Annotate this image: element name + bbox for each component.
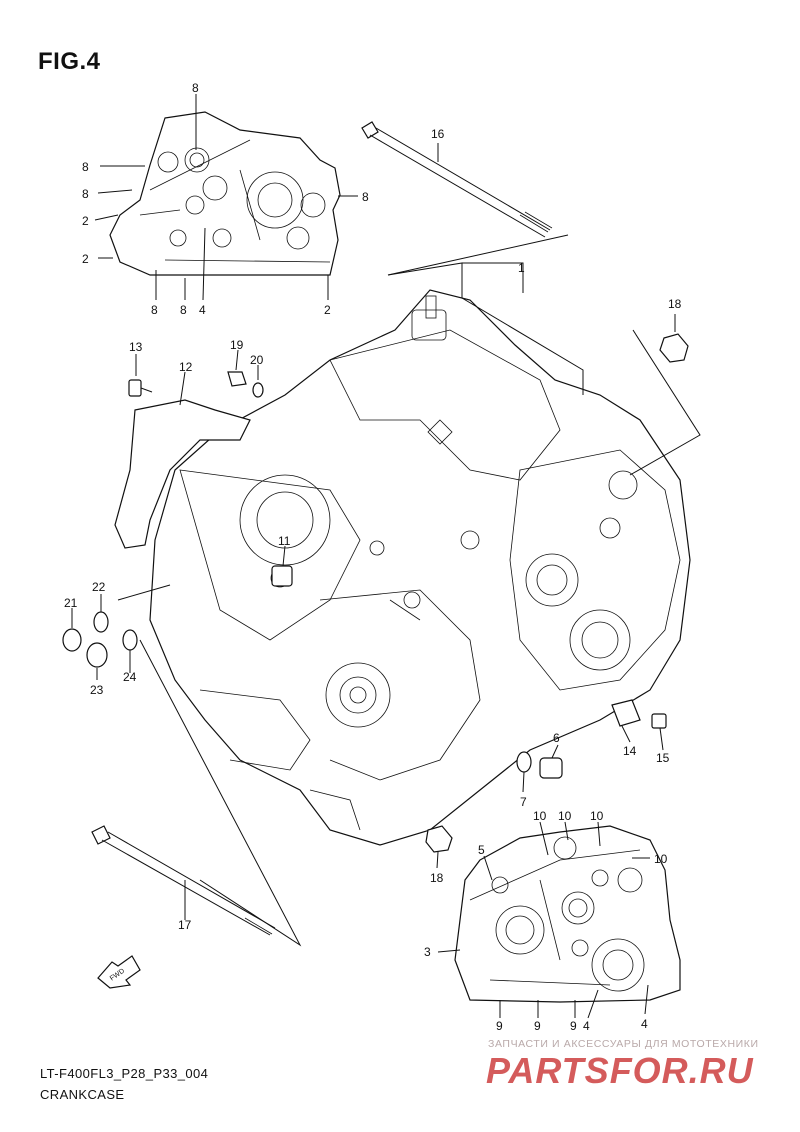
callout-22: 22 bbox=[92, 580, 106, 594]
bolt-15-drawing bbox=[651, 713, 667, 729]
callout-8: 8 bbox=[82, 160, 89, 174]
crankcase-right-half-drawing bbox=[454, 825, 681, 1003]
washer-24-drawing bbox=[122, 629, 138, 651]
callout-8: 8 bbox=[151, 303, 158, 317]
bracket-line-18-upper bbox=[629, 329, 701, 476]
drain-plug-6-drawing bbox=[539, 757, 563, 779]
nozzle-19-drawing bbox=[227, 371, 247, 387]
callout-2: 2 bbox=[82, 252, 89, 266]
callout-9: 9 bbox=[570, 1019, 577, 1033]
plate-14-drawing bbox=[611, 699, 641, 727]
bracket-line-17 bbox=[139, 639, 302, 947]
leader-lines bbox=[71, 94, 676, 1019]
callout-4: 4 bbox=[583, 1019, 590, 1033]
callout-17: 17 bbox=[178, 918, 192, 932]
plug-23-drawing bbox=[86, 642, 108, 668]
callout-8: 8 bbox=[180, 303, 187, 317]
bracket-line-1 bbox=[387, 262, 584, 395]
o-ring-20-drawing bbox=[252, 382, 264, 398]
callout-19: 19 bbox=[230, 338, 244, 352]
callout-24: 24 bbox=[123, 670, 137, 684]
washer-22-drawing bbox=[93, 611, 109, 633]
callout-3: 3 bbox=[424, 945, 431, 959]
watermark-tagline: ЗАПЧАСТИ И АКСЕССУАРЫ ДЛЯ МОТОТЕХНИКИ bbox=[488, 1038, 759, 1050]
plug-21-drawing bbox=[62, 628, 82, 652]
callout-5: 5 bbox=[478, 843, 485, 857]
callout-16: 16 bbox=[431, 127, 445, 141]
callout-21: 21 bbox=[64, 596, 78, 610]
bolt-13-drawing bbox=[128, 379, 153, 397]
crankcase-left-half-drawing bbox=[109, 111, 341, 276]
callout-10: 10 bbox=[654, 852, 668, 866]
stud-bolt-16-drawing bbox=[361, 121, 553, 238]
callout-18: 18 bbox=[430, 871, 444, 885]
callout-14: 14 bbox=[623, 744, 637, 758]
bracket-line-21-24 bbox=[117, 584, 171, 601]
gasket-12-drawing bbox=[114, 399, 251, 549]
callout-8: 8 bbox=[192, 81, 199, 95]
callout-2: 2 bbox=[82, 214, 89, 228]
callout-18: 18 bbox=[668, 297, 682, 311]
callout-13: 13 bbox=[129, 340, 143, 354]
callout-6: 6 bbox=[553, 731, 560, 745]
bracket-line-16 bbox=[387, 234, 569, 276]
callout-1: 1 bbox=[518, 261, 525, 275]
callout-4: 4 bbox=[641, 1017, 648, 1031]
figure-name: CRANKCASE bbox=[40, 1087, 125, 1102]
callout-15: 15 bbox=[656, 751, 670, 765]
callout-10: 10 bbox=[533, 809, 547, 823]
callout-4: 4 bbox=[199, 303, 206, 317]
model-code: LT-F400FL3_P28_P33_004 bbox=[40, 1066, 209, 1081]
washer-7-drawing bbox=[516, 751, 532, 773]
callout-2: 2 bbox=[324, 303, 331, 317]
callout-10: 10 bbox=[590, 809, 604, 823]
dowel-11-drawing bbox=[271, 565, 293, 587]
nut-18-lower-drawing bbox=[425, 825, 453, 853]
callout-9: 9 bbox=[496, 1019, 503, 1033]
callout-23: 23 bbox=[90, 683, 104, 697]
callout-20: 20 bbox=[250, 353, 264, 367]
callout-8: 8 bbox=[362, 190, 369, 204]
callout-10: 10 bbox=[558, 809, 572, 823]
fwd-arrow-icon: FWD bbox=[97, 955, 141, 989]
callout-9: 9 bbox=[534, 1019, 541, 1033]
callout-8: 8 bbox=[82, 187, 89, 201]
nut-18-upper-drawing bbox=[659, 333, 689, 363]
crankcase-main-drawing bbox=[149, 289, 691, 846]
stud-bolt-17-drawing bbox=[91, 825, 276, 936]
leader-line-1 bbox=[462, 262, 524, 293]
figure-title: FIG.4 bbox=[38, 48, 101, 75]
watermark-brand-logo: PARTSFOR.RU bbox=[486, 1050, 754, 1091]
callout-7: 7 bbox=[520, 795, 527, 809]
callout-12: 12 bbox=[179, 360, 193, 374]
callout-11: 11 bbox=[278, 534, 291, 548]
